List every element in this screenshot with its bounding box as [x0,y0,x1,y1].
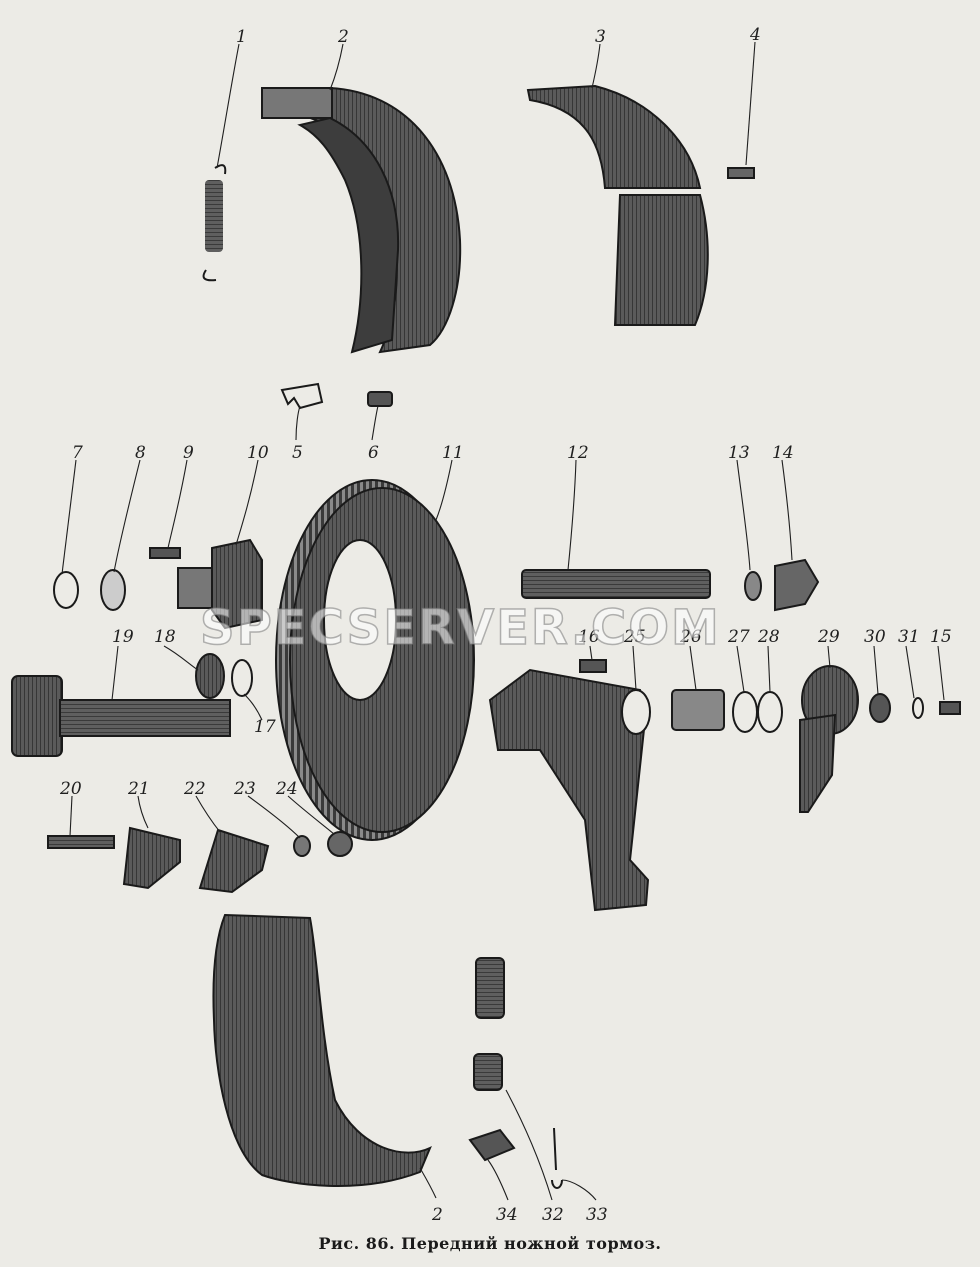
bolt-9-part [149,547,181,559]
part-number: 2 [337,27,349,47]
part-number: 26 [679,627,702,647]
part-number: 21 [127,779,150,799]
part-number: 7 [72,443,83,463]
watermark: SPECSERVER.COM [199,599,721,657]
part-number: 4 [749,25,761,45]
part-number: 25 [623,627,646,647]
part-number: 13 [728,443,750,463]
part-number: 34 [496,1205,518,1225]
part-number: 28 [757,627,780,647]
plates-21-22-part [122,826,270,894]
bracket-25-part [488,668,651,912]
part-number: 5 [292,443,303,463]
part-number: 9 [183,443,194,463]
part-number: 32 [542,1205,564,1225]
part-number: 12 [567,443,589,463]
part-number: 29 [817,627,840,647]
leader-lines [61,41,945,1201]
camshaft-19-part [11,675,231,757]
pin-16-part [579,659,607,673]
part-number: 22 [183,779,206,799]
clip-5-part [280,382,324,410]
pin-6-part [367,391,393,407]
part-number: 17 [254,717,276,737]
brake-shoe-lower-part [212,913,432,1188]
part-number: 19 [112,627,134,647]
part-number: 14 [772,443,794,463]
part-number: 10 [247,443,269,463]
bolt-20-part [47,835,115,849]
nut-13-14-part [744,558,820,612]
cotter-pin-33-part [551,1127,563,1189]
part-number: 3 [595,27,606,47]
slack-adjuster-29-part [799,665,859,813]
rings-7-8-part [53,569,126,611]
fitting-34-part [468,1128,516,1162]
brake-lining-part [526,84,709,326]
part-number: 2 [431,1205,443,1225]
part-number: 1 [236,27,247,47]
rings-27-28-part [732,691,783,733]
part-number: 27 [727,627,750,647]
rivet-4-part [727,167,755,179]
part-number: 23 [233,779,256,799]
sleeve-26-part [671,689,725,731]
nut-23-24-part [293,831,353,857]
part-number: 15 [930,627,952,647]
spring-32-part [473,957,505,1091]
part-number: 30 [864,627,886,647]
washers-15-30-31-part [869,693,961,723]
part-number: 8 [135,443,146,463]
bushing-17-18-part [195,653,253,699]
part-number: 24 [275,779,298,799]
spring-1-part [202,164,227,282]
part-number: 11 [442,443,464,463]
flange-10-part [177,538,263,630]
part-number: 20 [59,779,82,799]
figure-caption: Рис. 86. Передний ножной тормоз. [318,1234,662,1253]
part-number: 33 [586,1205,608,1225]
shaft-12-part [521,569,711,599]
part-number: 16 [578,627,600,647]
brake-plate-11-part [275,479,475,841]
part-number: 18 [154,627,176,647]
part-number: 31 [898,627,920,647]
brake-shoe-upper-part [261,86,462,354]
part-number: 6 [368,443,379,463]
